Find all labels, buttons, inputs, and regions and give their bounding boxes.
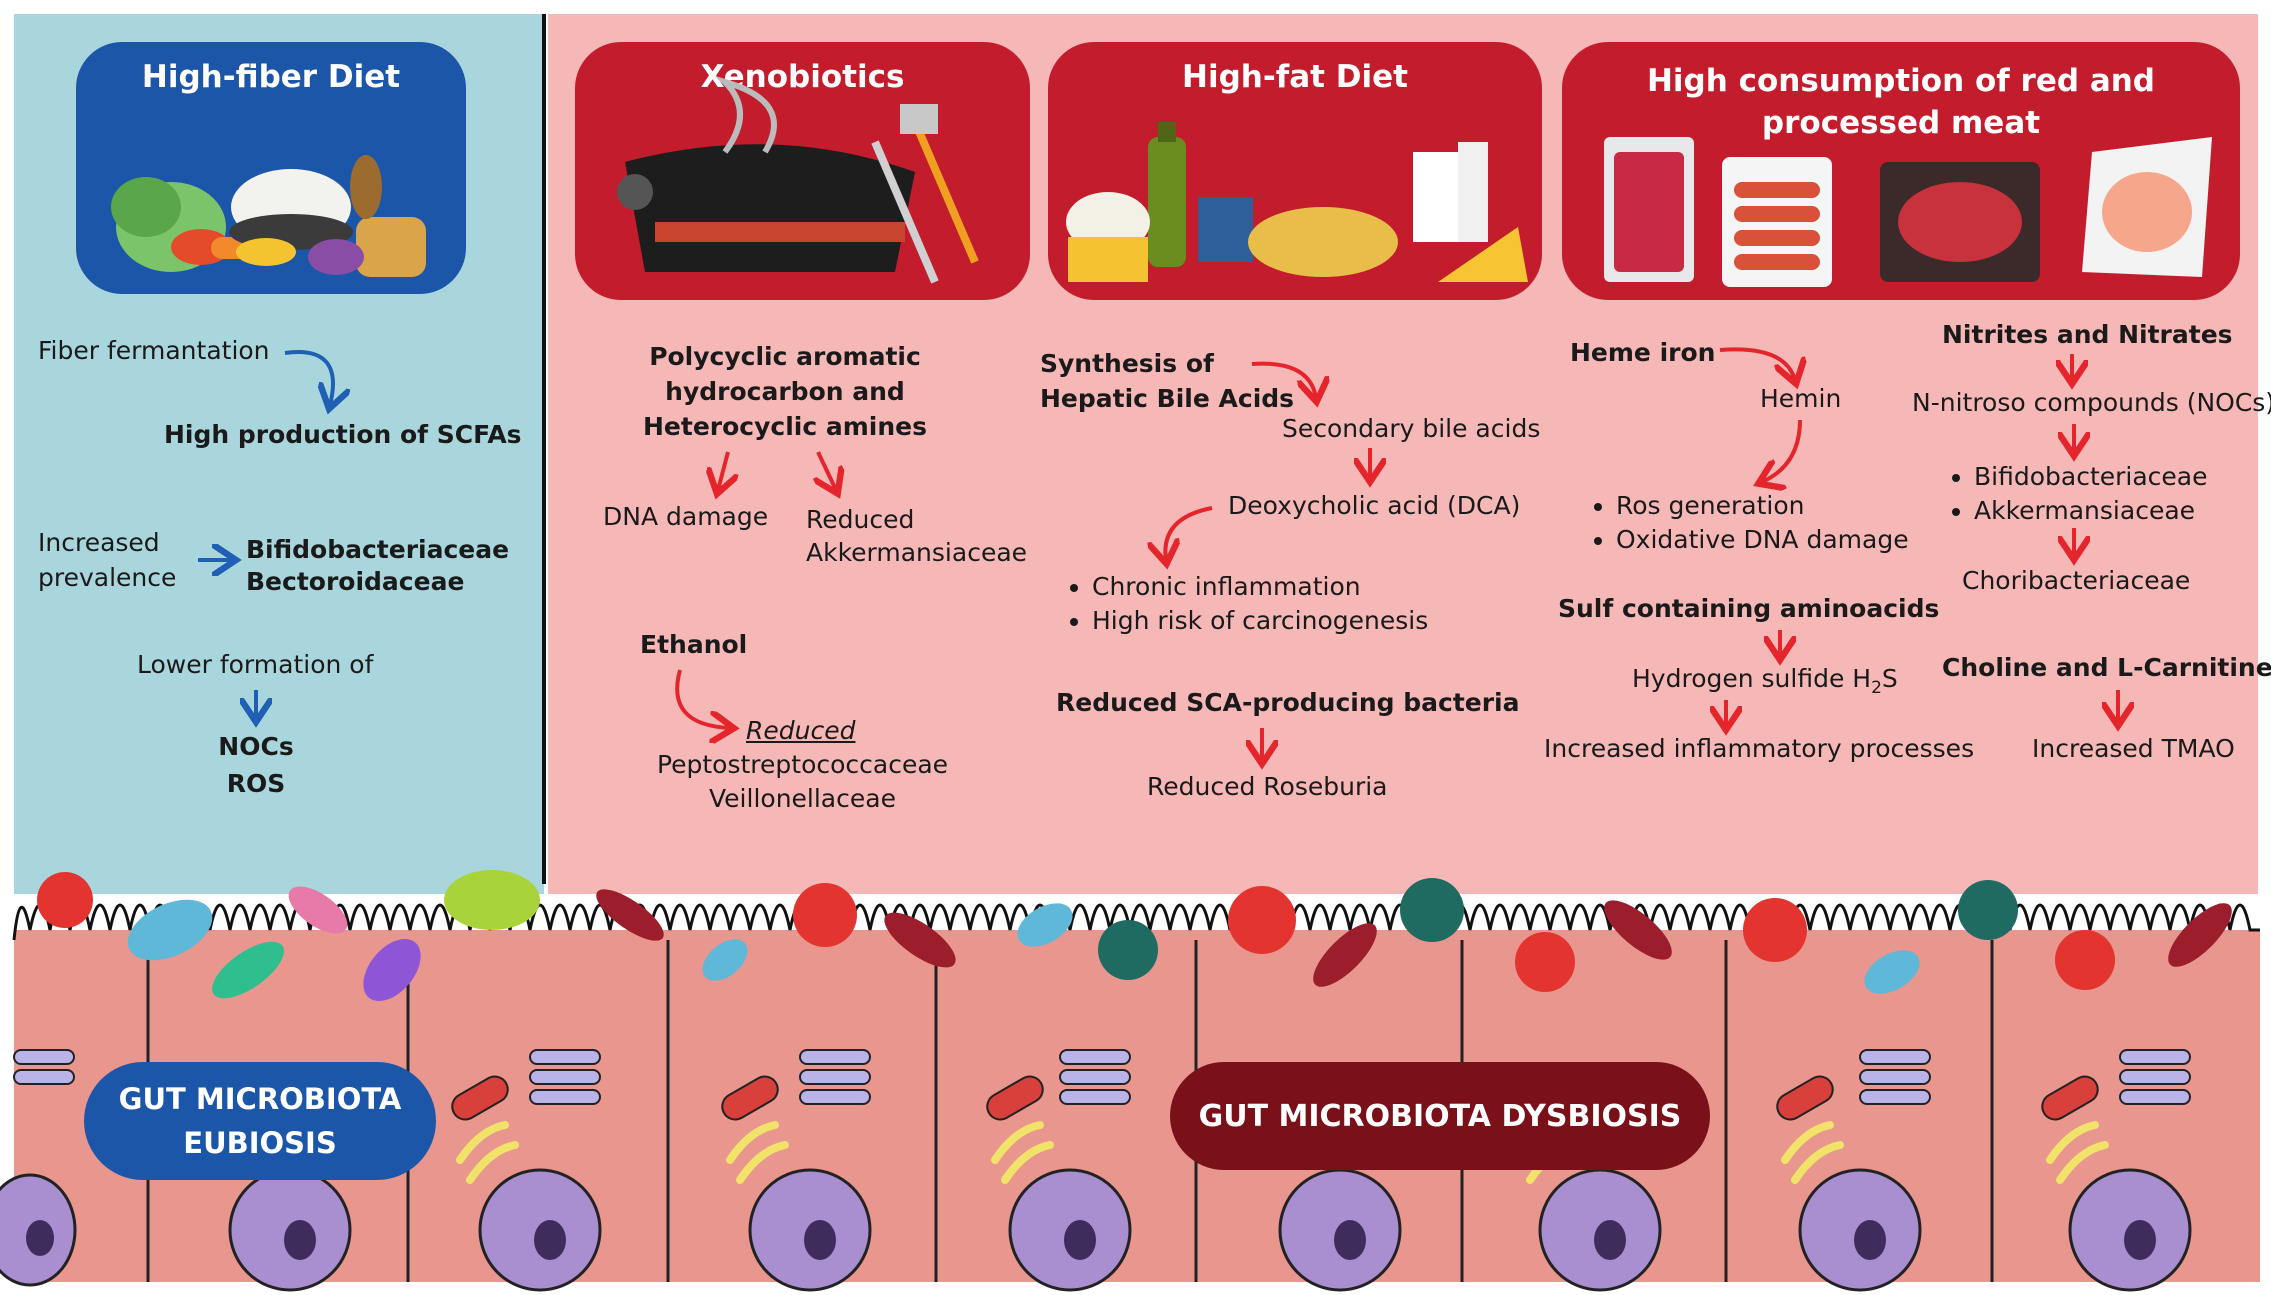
red-meat-title-line2: processed meat [1761, 105, 2041, 141]
red-meat-header: High consumption of red and processed me… [1562, 42, 2240, 300]
arrow-reduced-akkermansia [818, 451, 836, 490]
tmao-text: Increased TMAO [2032, 734, 2235, 763]
arrow-fermentation-scfa [284, 350, 333, 405]
bullet-chronic-inflammation: Chronic inflammation [1092, 570, 1428, 604]
bifido-text: Bifidobacteriaceae [246, 535, 510, 564]
nucleoli [26, 1220, 2156, 1260]
high-fiber-header: High-fiber Diet [76, 42, 466, 294]
arrow-heme-hemin [1719, 347, 1795, 380]
veillo-text: Veillonellaceae [709, 784, 896, 813]
sca-reduced-text: Reduced SCA-producing bacteria [1056, 688, 1520, 717]
eubiosis-label: GUT MICROBIOTA EUBIOSIS [84, 1062, 436, 1180]
pah-line3: Heterocyclic amines [642, 412, 927, 441]
pah-line2: hydrocarbon and [665, 377, 905, 406]
dysbiosis-label: GUT MICROBIOTA DYSBIOSIS [1170, 1062, 1710, 1170]
secondary-bile-text: Secondary bile acids [1282, 414, 1541, 443]
akkermansia-text: Akkermansiaceae [806, 538, 1028, 567]
noc-text: N-nitroso compounds (NOCs) [1912, 388, 2271, 417]
inflammatory-text: Increased inflammatory processes [1544, 734, 1975, 763]
arrow-dca-effects [1165, 506, 1213, 560]
synthesis-line1: Synthesis of [1040, 349, 1214, 378]
ros-text: ROS [226, 769, 286, 798]
h2s-main: Hydrogen sulfide H [1632, 664, 1872, 693]
pah-line1: Polycyclic aromatic [649, 342, 921, 371]
pepto-text: Peptostreptococcaceae [656, 750, 949, 779]
chori-text: Choribacteriaceae [1962, 566, 2191, 595]
bullet-oxidative-dna: Oxidative DNA damage [1616, 523, 1909, 557]
fatty-foods-illustration [1066, 122, 1528, 282]
choline-text: Choline and L-Carnitine [1942, 653, 2271, 682]
high-fat-title: High-fat Diet [1182, 59, 1408, 95]
nocs-text: NOCs [218, 732, 294, 761]
high-fiber-title: High-fiber Diet [141, 59, 401, 95]
h2s-text: Hydrogen sulfide H2S [1632, 662, 1898, 705]
hemin-effects-list: Ros generation Oxidative DNA damage [1586, 489, 1909, 557]
dca-text: Deoxycholic acid (DCA) [1228, 491, 1521, 520]
golgi-apparatus [456, 1121, 2109, 1184]
arrow-dna-damage [718, 451, 728, 490]
bullet-ros-generation: Ros generation [1616, 489, 1909, 523]
nitrites-text: Nitrites and Nitrates [1942, 320, 2233, 349]
eubiosis-line1: GUT MICROBIOTA [118, 1082, 402, 1116]
noc-effects-list: Bifidobacteriaceae Akkermansiaceae [1944, 460, 2208, 528]
bullet-bifidobacteriaceae: Bifidobacteriaceae [1974, 460, 2208, 494]
increased-text: Increased [38, 528, 160, 557]
h2s-subscript: 2 [1871, 678, 1882, 698]
reduced-text: Reduced [806, 505, 915, 534]
bectoro-text: Bectoroidaceae [246, 567, 465, 596]
bullet-carcinogenesis: High risk of carcinogenesis [1092, 604, 1428, 638]
arrow-synthesis [1251, 361, 1316, 398]
arrow-ethanol [675, 669, 730, 728]
scfa-text: High production of SCFAs [164, 420, 522, 449]
xenobiotics-header: Xenobiotics [575, 42, 1030, 300]
grill-illustration [617, 75, 979, 284]
endoplasmic-reticulum [13, 1049, 2191, 1105]
roseburia-text: Reduced Roseburia [1147, 772, 1388, 801]
eubiosis-line2: EUBIOSIS [183, 1126, 337, 1160]
dna-damage-text: DNA damage [603, 502, 769, 531]
synthesis-line2: Hepatic Bile Acids [1040, 384, 1295, 413]
sulf-aminoacids-text: Sulf containing aminoacids [1558, 594, 1940, 623]
red-meat-title-line1: High consumption of red and [1646, 63, 2156, 99]
vegetables-illustration [111, 155, 426, 277]
high-fat-header: High-fat Diet [1048, 42, 1542, 300]
bullet-akkermansiaceae: Akkermansiaceae [1974, 494, 2208, 528]
fiber-fermentation-text: Fiber fermantation [38, 336, 270, 365]
arrow-hemin-ros [1762, 419, 1802, 482]
prevalence-text: prevalence [38, 563, 177, 592]
ethanol-text: Ethanol [640, 630, 748, 659]
gut-microbes [37, 870, 2232, 1001]
reduced-underline-text: Reduced [746, 716, 856, 745]
panel-divider [542, 14, 546, 884]
meat-products-illustration [1604, 137, 2212, 287]
h2s-tail: S [1881, 664, 1898, 693]
heme-iron-text: Heme iron [1570, 338, 1716, 367]
dca-effects-list: Chronic inflammation High risk of carcin… [1062, 570, 1428, 638]
lower-formation-text: Lower formation of [137, 650, 374, 679]
red-meat-title: High consumption of red and processed me… [1562, 60, 2240, 144]
